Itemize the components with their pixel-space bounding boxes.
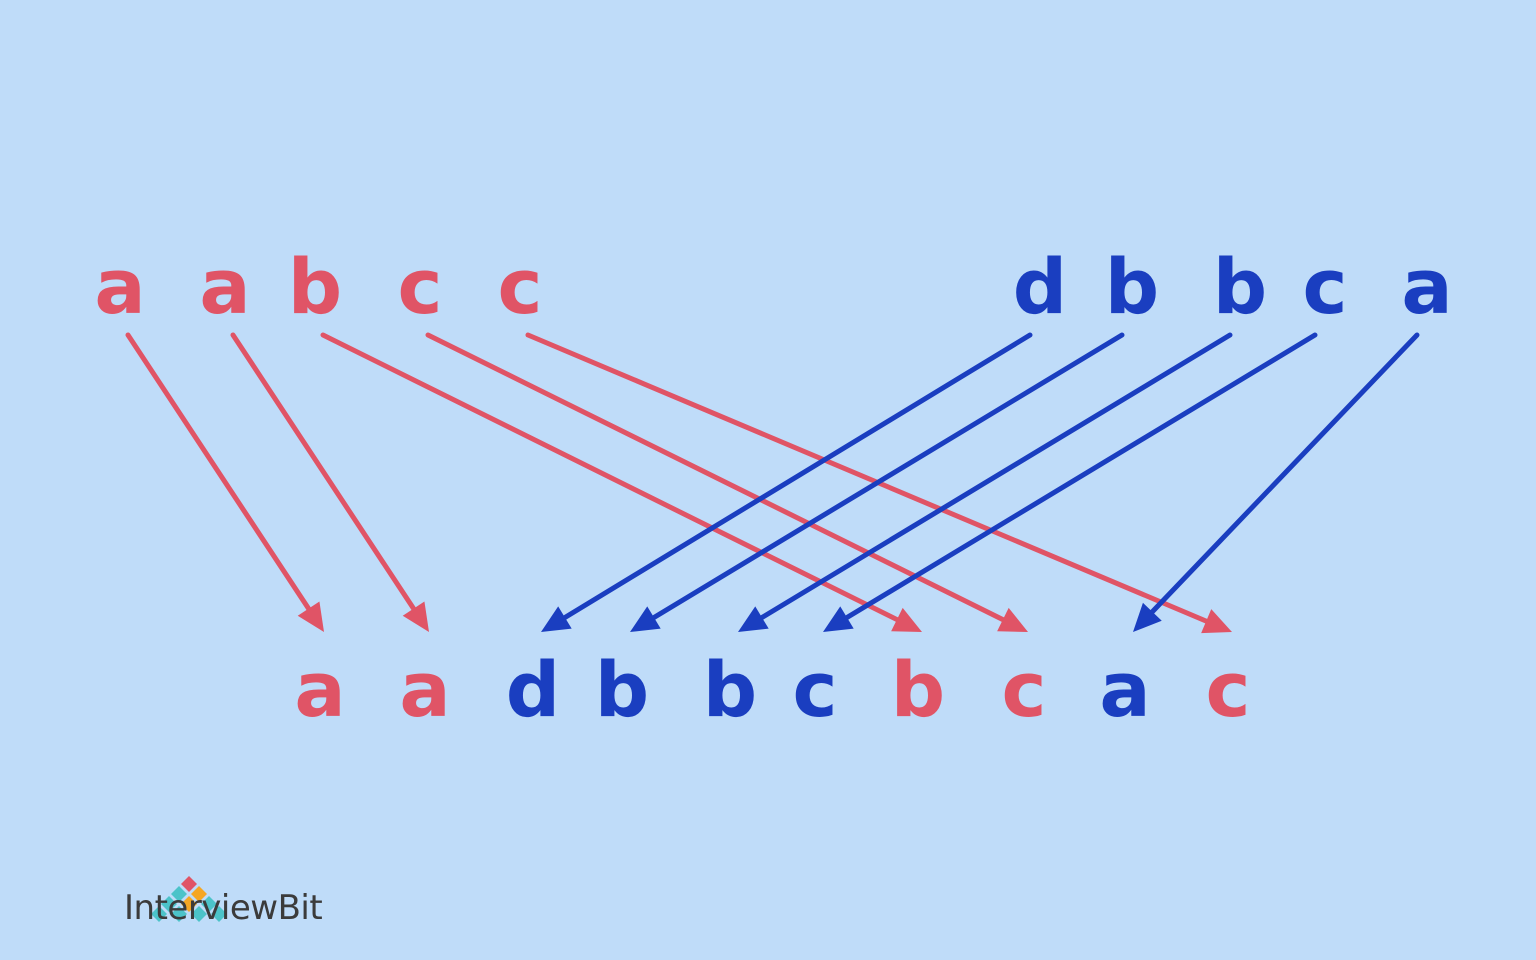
string2-char-2: b xyxy=(1212,242,1268,331)
merged-char-6: b xyxy=(890,645,946,734)
string1-char-4: c xyxy=(497,242,543,331)
interviewbit-logo-icon xyxy=(151,876,227,922)
arrow-string1-4 xyxy=(525,332,1232,634)
merged-char-1: a xyxy=(399,645,451,734)
arrow-string1-0 xyxy=(125,332,324,632)
string1-char-1: a xyxy=(199,242,251,331)
string1-char-2: b xyxy=(287,242,343,331)
arrow-string2-0 xyxy=(541,332,1033,632)
merged-char-5: c xyxy=(792,645,838,734)
string1-char-3: c xyxy=(397,242,443,331)
logo-wordmark: InterviewBit xyxy=(124,888,323,928)
arrow-string1-2 xyxy=(320,332,922,632)
arrow-string1-1 xyxy=(230,332,429,632)
merged-char-7: c xyxy=(1001,645,1047,734)
arrow-string2-2 xyxy=(738,332,1233,632)
merged-char-9: c xyxy=(1205,645,1251,734)
merged-char-3: b xyxy=(594,645,650,734)
merged-char-0: a xyxy=(294,645,346,734)
merged-char-4: b xyxy=(702,645,758,734)
merged-char-2: d xyxy=(505,645,561,734)
arrow-string1-3 xyxy=(425,332,1028,632)
merged-char-8: a xyxy=(1099,645,1151,734)
string2-char-1: b xyxy=(1104,242,1160,331)
string2-char-0: d xyxy=(1012,242,1068,331)
arrow-string2-1 xyxy=(630,332,1125,632)
string2-char-4: a xyxy=(1401,242,1453,331)
arrow-string2-3 xyxy=(823,332,1318,632)
string2-char-3: c xyxy=(1302,242,1348,331)
string1-char-0: a xyxy=(94,242,146,331)
arrow-string2-4 xyxy=(1133,332,1420,632)
